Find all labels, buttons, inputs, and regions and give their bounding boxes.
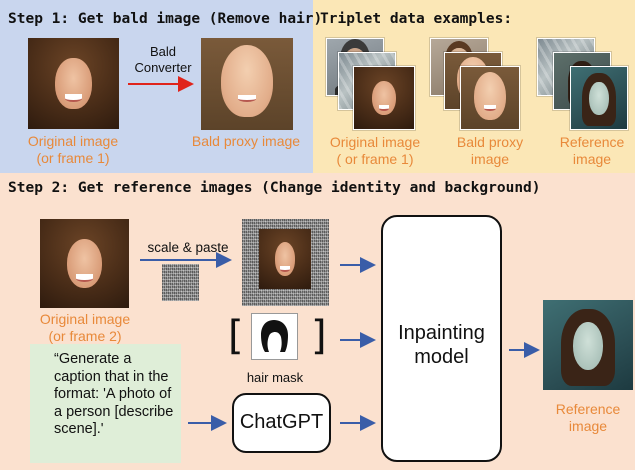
triplet-bald-caption: Bald proxy image — [456, 134, 524, 167]
step2-title: Step 2: Get reference images (Change ide… — [8, 180, 541, 196]
step2-original-image — [40, 219, 129, 308]
triplet-reference-caption: Reference image — [559, 134, 625, 167]
chatgpt-label: ChatGPT — [239, 411, 324, 433]
pasted-face — [259, 229, 311, 289]
bald-converter-label: Bald Converter — [134, 44, 192, 75]
inpainting-model-box: Inpainting model — [381, 215, 502, 462]
noise-tile — [162, 264, 199, 301]
triplet-original-caption: Original image ( or frame 1) — [329, 134, 421, 167]
hair-mask-label: hair mask — [246, 370, 304, 385]
hair-mask-image — [251, 313, 298, 360]
step1-original-caption: Original image (or frame 1) — [27, 133, 119, 166]
step1-original-image — [28, 38, 119, 129]
step1-title: Step 1: Get bald image (Remove hair) — [8, 11, 323, 27]
step2-reference-caption: Reference image — [555, 401, 621, 434]
caption-prompt-box: “Generate a caption that in the format: … — [30, 344, 181, 463]
inpainting-model-label: Inpainting model — [398, 322, 485, 368]
triplet-reference-thumb-3 — [570, 66, 628, 130]
mask-bracket-right: ] — [311, 313, 327, 359]
triplet-title: Triplet data examples: — [320, 11, 513, 27]
chatgpt-box: ChatGPT — [232, 393, 331, 453]
triplet-original-thumb-3 — [353, 66, 415, 130]
step2-original-caption: Original image (or frame 2) — [39, 311, 131, 344]
triplet-bald-thumb-3 — [460, 66, 520, 130]
step2-reference-image — [543, 300, 633, 390]
step1-bald-image — [201, 38, 293, 130]
step1-bald-caption: Bald proxy image — [191, 133, 301, 149]
caption-prompt-text: “Generate a caption that in the format: … — [54, 351, 174, 437]
scale-paste-label: scale & paste — [147, 240, 229, 255]
mask-bracket-left: [ — [228, 313, 244, 359]
